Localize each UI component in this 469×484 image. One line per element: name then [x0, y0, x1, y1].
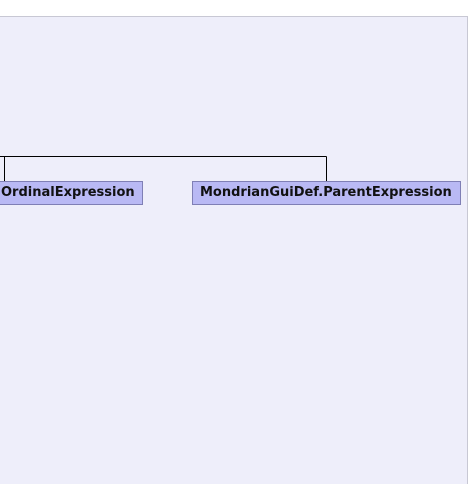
- class-node-label: MondrianGuiDef.ParentExpression: [200, 185, 452, 200]
- diagram-canvas: [0, 16, 468, 484]
- class-node-ordinal-expression[interactable]: OrdinalExpression: [0, 181, 143, 205]
- class-node-parent-expression[interactable]: MondrianGuiDef.ParentExpression: [192, 181, 461, 205]
- class-node-label: OrdinalExpression: [1, 185, 135, 200]
